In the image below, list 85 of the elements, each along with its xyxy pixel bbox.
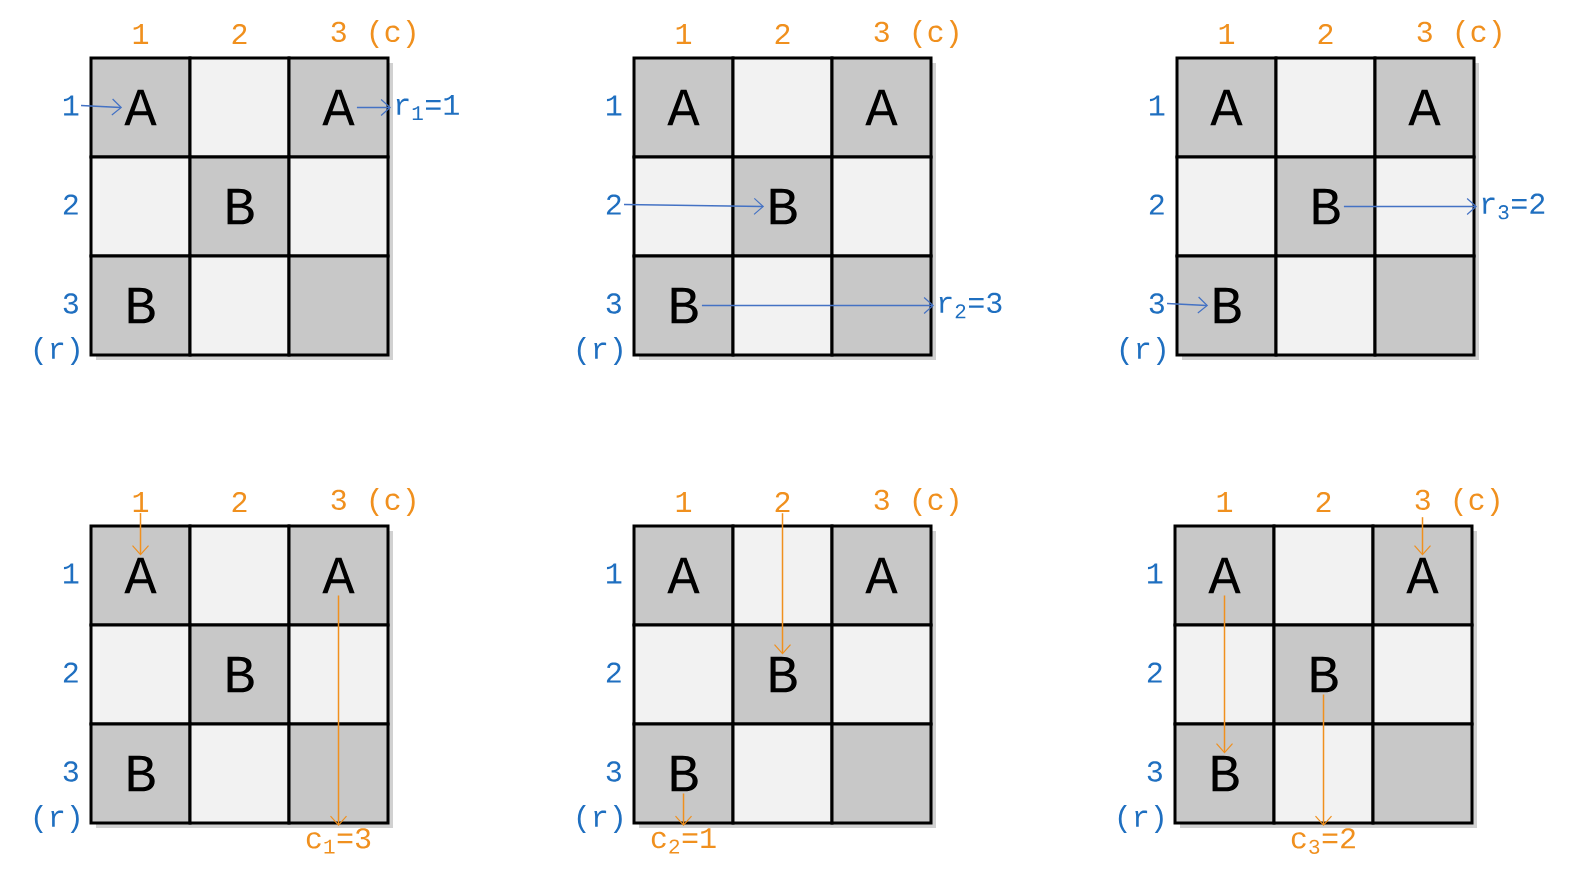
column-number: 1: [1219, 24, 1235, 44]
row-number: 3: [606, 761, 621, 782]
arrow: [131, 512, 150, 556]
column-number: 3 (c): [331, 488, 415, 516]
arrow: [1166, 296, 1209, 314]
column-number: 1: [676, 24, 692, 44]
column-number: 2: [775, 23, 790, 45]
column-number: 2: [775, 491, 790, 513]
cell-letter: B: [770, 188, 797, 225]
arrow: [773, 512, 792, 655]
cell-letter: A: [1408, 89, 1441, 126]
cell-letter: B: [1212, 755, 1239, 792]
column-number: 3 (c): [874, 20, 958, 48]
cell-letter: A: [124, 557, 157, 594]
column-number: 2: [232, 491, 247, 513]
arrow: [701, 296, 934, 315]
row-axis-label: (r): [577, 805, 622, 833]
column-number: 1: [676, 492, 692, 512]
arrow: [356, 98, 391, 117]
column-number: 1: [133, 492, 149, 512]
result-label: r$_{1}$=1: [396, 95, 459, 120]
row-number: 1: [1149, 95, 1165, 116]
cell-letter: B: [1311, 656, 1338, 693]
row-number: 3: [1147, 761, 1162, 782]
cell-letter: B: [128, 287, 155, 324]
result-label: r$_{2}$=3: [939, 292, 1002, 319]
cell-letter: B: [770, 656, 797, 693]
column-number: 2: [232, 23, 247, 45]
result-label: c$_{2}$=1: [651, 828, 716, 854]
cell-letter: B: [671, 755, 698, 792]
row-number: 2: [63, 194, 78, 215]
cell-letter: A: [667, 557, 700, 594]
column-number: 1: [133, 24, 149, 44]
row-number: 1: [63, 95, 79, 116]
cell-letter: A: [124, 89, 157, 126]
row-number: 2: [63, 662, 78, 683]
arrow: [623, 197, 765, 215]
row-number: 3: [63, 293, 78, 314]
cell-letter: A: [865, 89, 898, 126]
row-number: 3: [63, 761, 78, 782]
result-label: c$_{1}$=3: [306, 828, 371, 854]
cell-letter: A: [1210, 89, 1243, 126]
column-number: 3 (c): [1417, 20, 1501, 48]
row-axis-label: (r): [34, 337, 79, 365]
row-number: 1: [1147, 563, 1163, 584]
row-number: 2: [1147, 662, 1162, 683]
arrow: [80, 98, 123, 116]
cell-letter: A: [1208, 557, 1241, 594]
result-label: c$_{3}$=2: [1291, 828, 1355, 854]
arrow: [329, 594, 348, 826]
row-axis-label: (r): [577, 337, 622, 365]
cell-letter: A: [322, 89, 355, 126]
row-number: 1: [606, 563, 622, 584]
cell-letter: B: [671, 287, 698, 324]
arrow: [674, 792, 693, 826]
cell-letter: B: [227, 188, 254, 225]
row-number: 1: [606, 95, 622, 116]
cell-letter: B: [227, 656, 254, 693]
cell-letter: B: [128, 755, 155, 792]
column-number: 3 (c): [1415, 488, 1499, 516]
row-axis-label: (r): [34, 805, 79, 833]
row-number: 2: [606, 194, 621, 215]
column-number: 3 (c): [874, 488, 958, 516]
arrow: [1343, 197, 1477, 216]
row-number: 2: [1149, 194, 1164, 215]
column-number: 2: [1318, 23, 1333, 45]
cell-letter: B: [1214, 287, 1241, 324]
row-number: 3: [1149, 293, 1164, 314]
arrow: [1215, 594, 1234, 754]
arrow: [1413, 516, 1432, 556]
row-axis-label: (r): [1120, 337, 1165, 365]
row-number: 3: [606, 293, 621, 314]
cell-letter: A: [667, 89, 700, 126]
column-number: 1: [1217, 492, 1233, 512]
result-label: r$_{3}$=2: [1482, 193, 1545, 220]
column-number: 3 (c): [331, 20, 415, 48]
column-number: 2: [1316, 491, 1331, 513]
row-axis-label: (r): [1118, 805, 1163, 833]
cell-letter: B: [1313, 188, 1340, 225]
cell-letter: A: [1406, 557, 1439, 594]
cell-letter: A: [865, 557, 898, 594]
cell-letter: A: [322, 557, 355, 594]
row-number: 2: [606, 662, 621, 683]
row-number: 1: [63, 563, 79, 584]
arrow: [1314, 693, 1333, 826]
